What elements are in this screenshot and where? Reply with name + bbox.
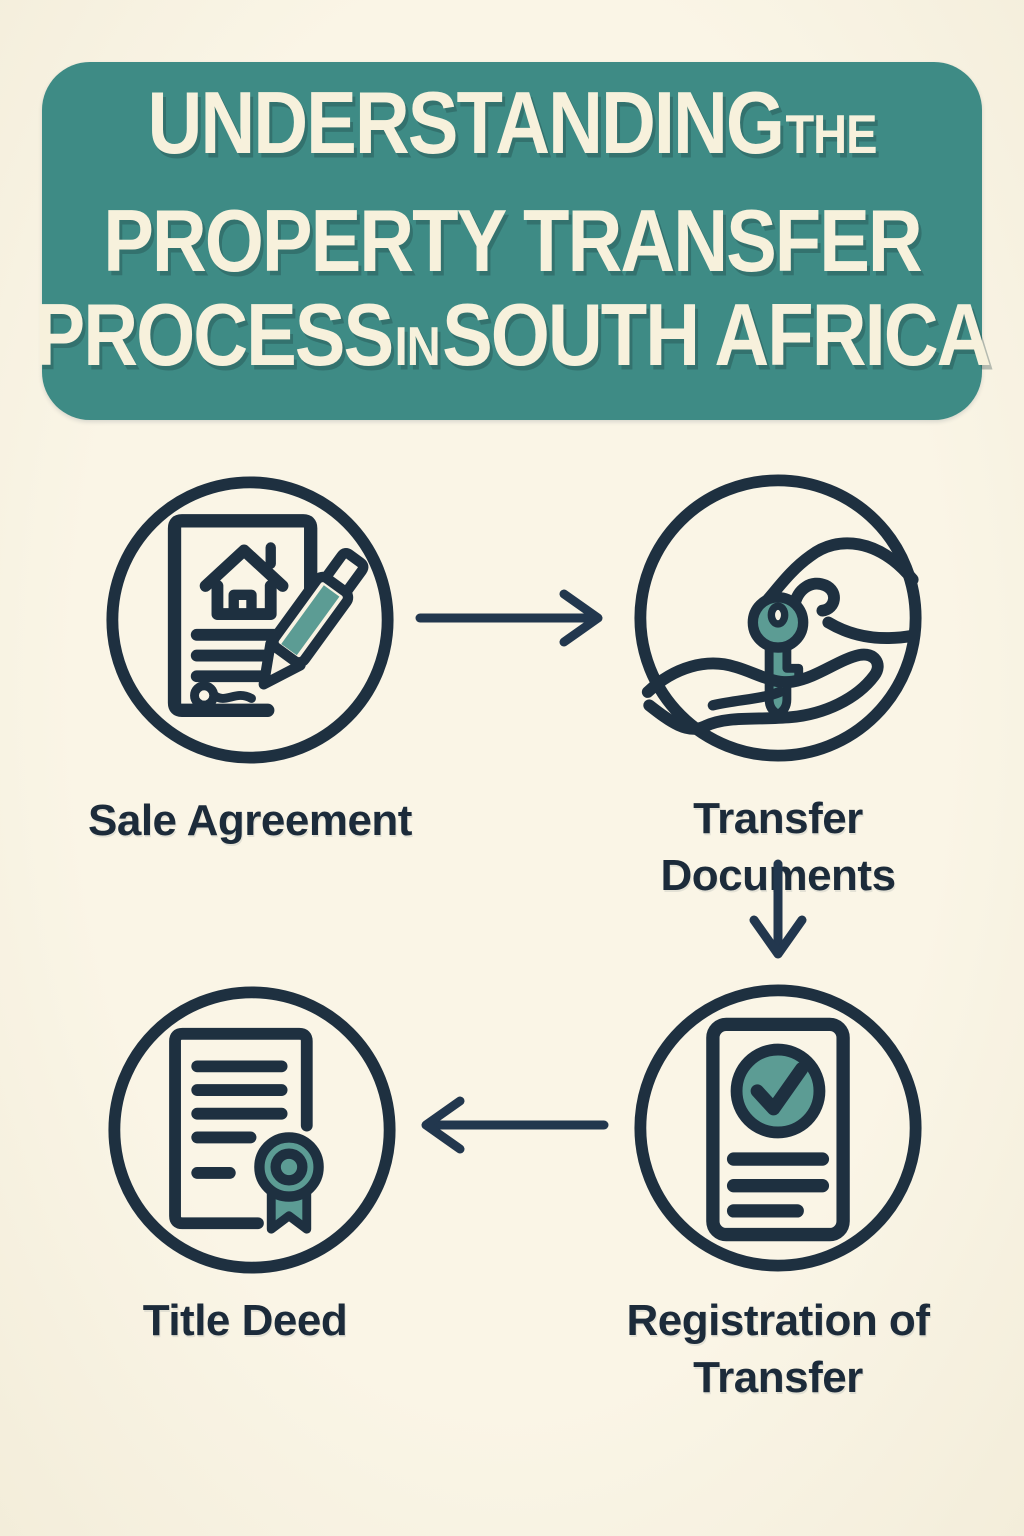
deed-certificate-with-seal-icon <box>108 986 396 1274</box>
step-label-title-deed: Title Deed <box>142 1296 348 1345</box>
verified-document-icon <box>634 984 922 1272</box>
step-sale-agreement-node <box>102 472 398 768</box>
step-label-registration: Registration of Transfer <box>626 1296 930 1402</box>
title-line-3: PROCESS IN SOUTH AFRICA <box>34 285 992 385</box>
hand-giving-key-icon <box>634 474 922 762</box>
arrow-left-icon <box>406 1093 616 1157</box>
arrow-right-icon <box>408 586 618 650</box>
step-transfer-documents-node <box>630 470 926 766</box>
step-registration-node <box>630 980 926 1276</box>
step-title-deed-node <box>104 982 400 1278</box>
title-line-1: UNDERSTANDING THE <box>147 73 878 172</box>
step-label-sale-agreement: Sale Agreement <box>88 796 412 845</box>
pen-icon <box>258 548 369 690</box>
title-line-2: PROPERTY TRANSFER <box>103 191 923 291</box>
arrow-down-icon <box>746 852 810 968</box>
page-title: UNDERSTANDING THE PROPERTY TRANSFER PROC… <box>34 73 992 407</box>
ribbon-seal-icon <box>254 1132 324 1234</box>
contract-with-house-and-pen-icon <box>106 476 394 764</box>
title-banner: UNDERSTANDING THE PROPERTY TRANSFER PROC… <box>35 62 991 420</box>
